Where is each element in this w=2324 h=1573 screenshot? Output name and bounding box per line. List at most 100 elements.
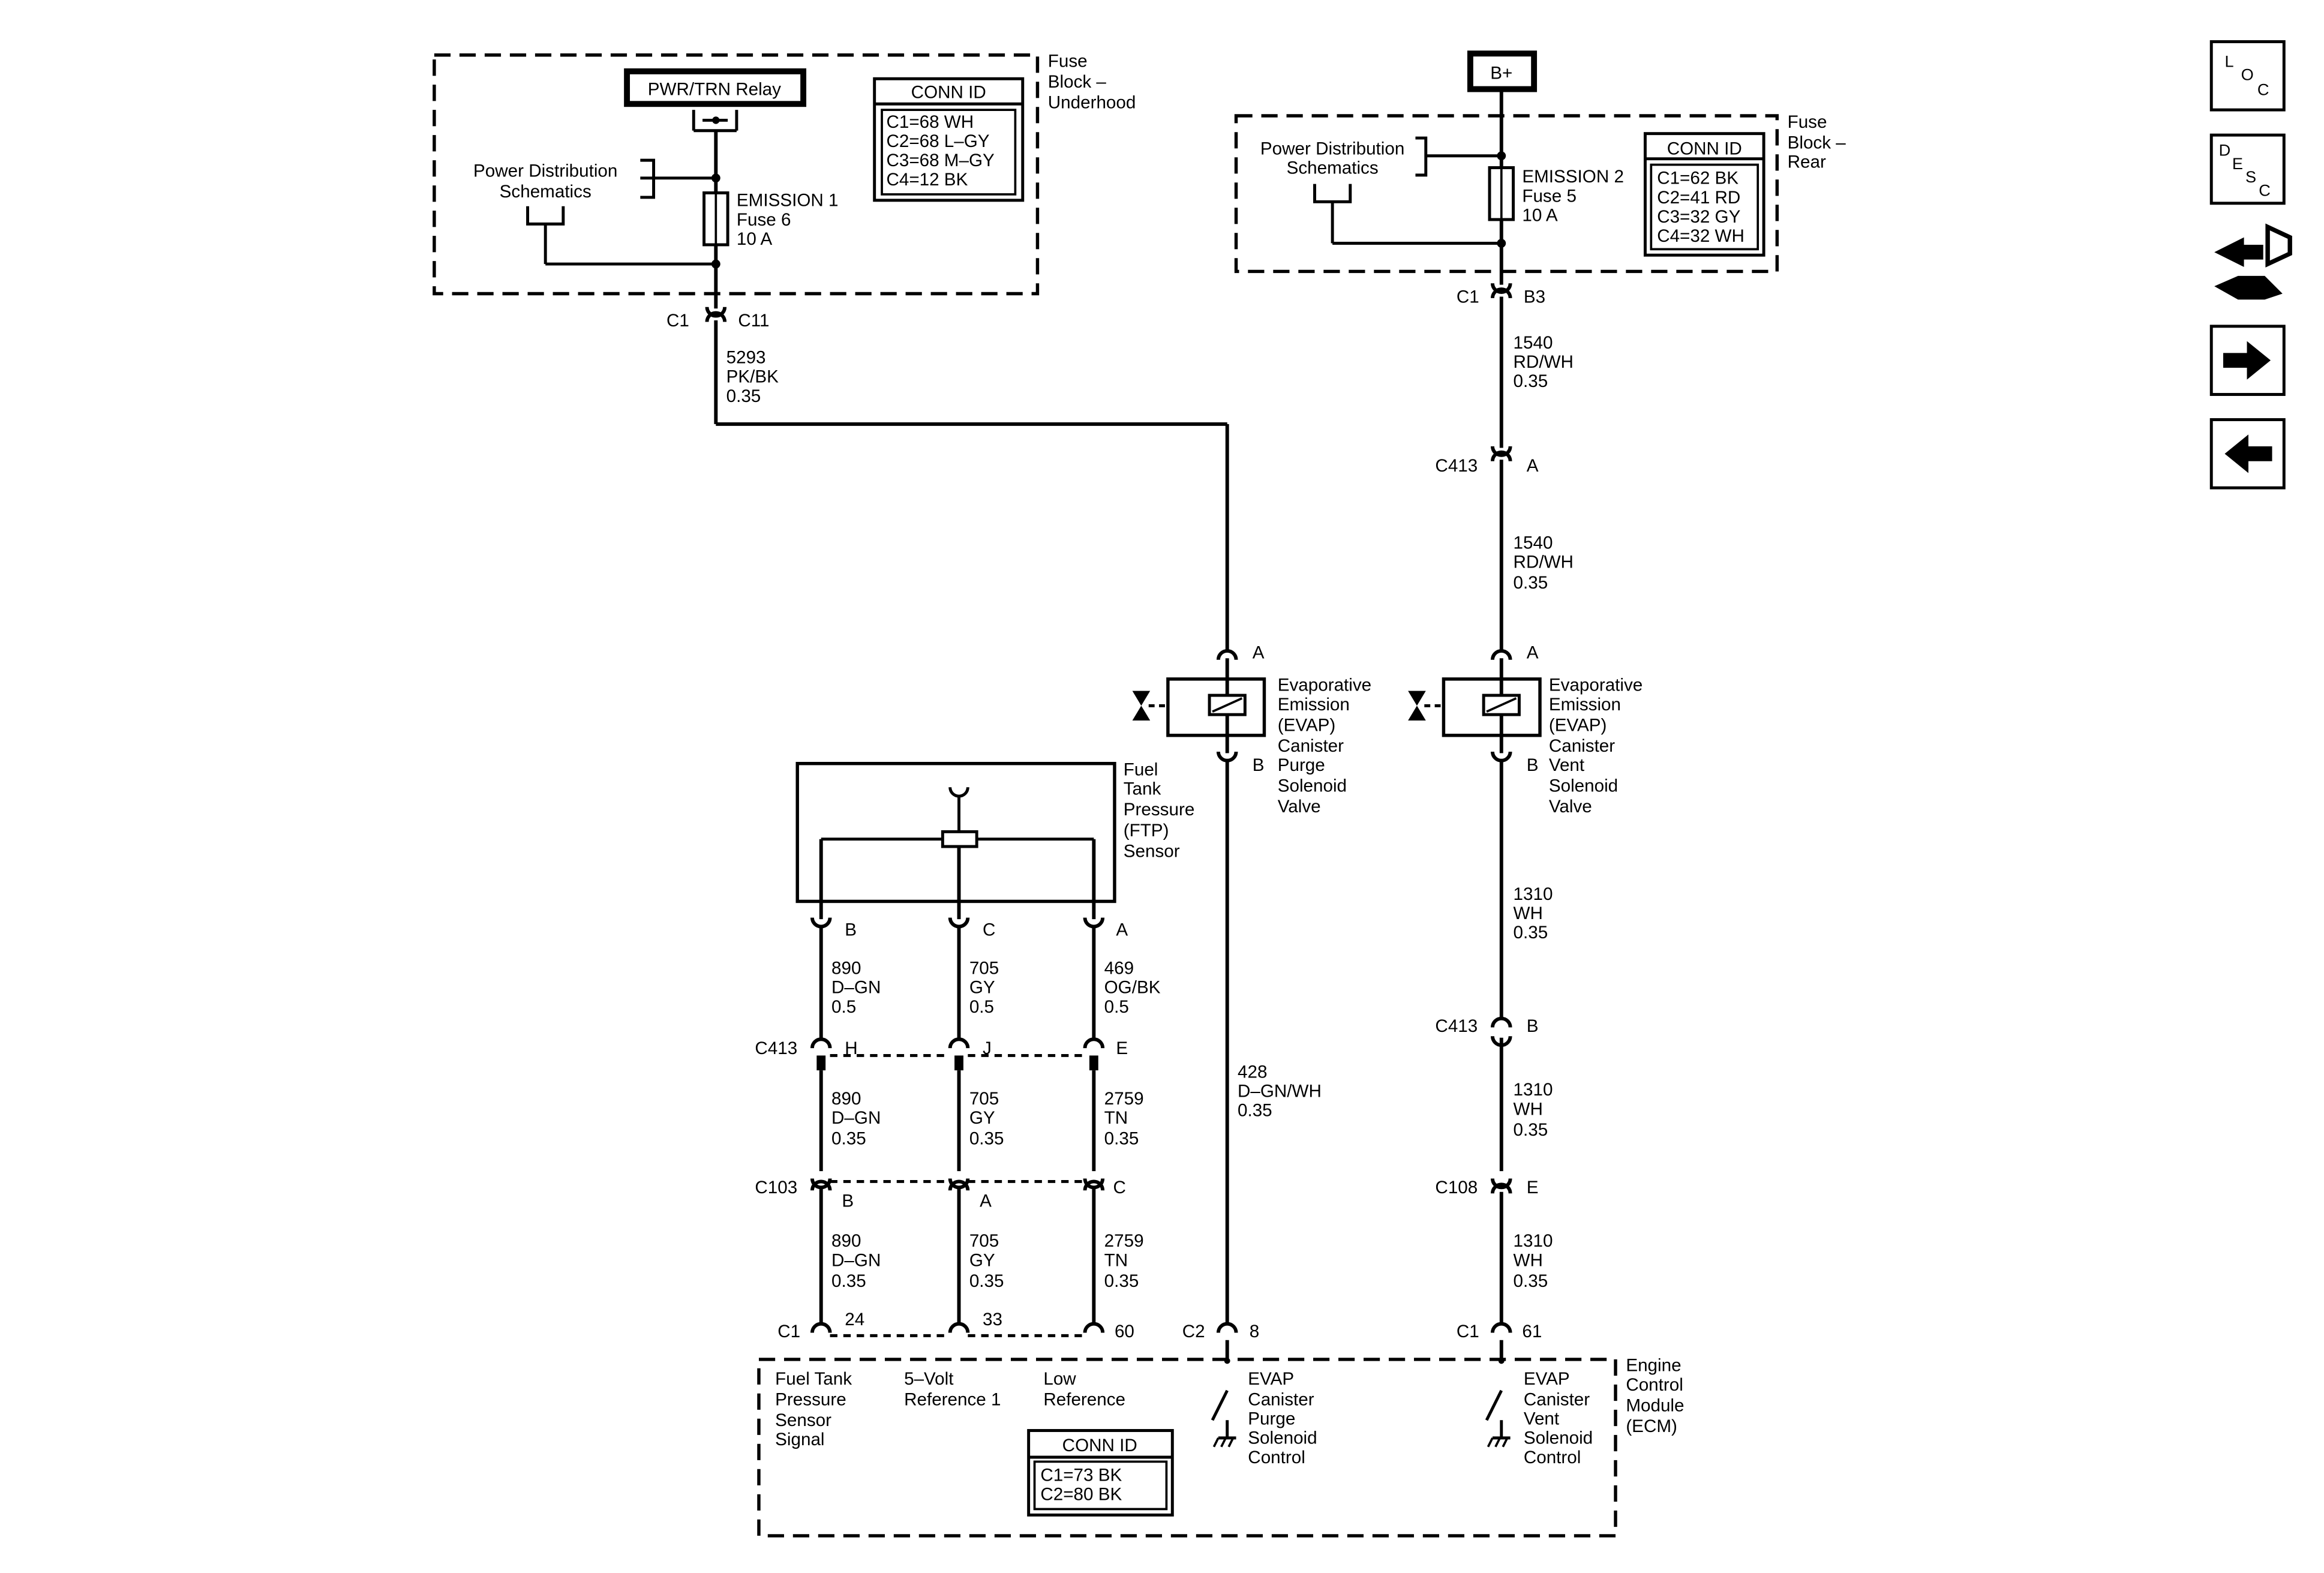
- desc-letter-s: S: [2245, 167, 2256, 186]
- wire-1540b-gauge: 0.35: [1514, 573, 1548, 593]
- wire-1310-gauge: 0.35: [1514, 923, 1548, 942]
- c413-pin-j: J: [983, 1038, 992, 1058]
- purge-label-1: Evaporative: [1278, 676, 1371, 695]
- power-dist-rear-label-1: Power Distribution: [1260, 139, 1404, 158]
- conn-id-row: C1=68 WH: [886, 112, 974, 132]
- desc-letter-c: C: [2259, 181, 2271, 199]
- c413b-pin-b: B: [1527, 1016, 1539, 1036]
- desc-letter-d: D: [2219, 141, 2231, 160]
- wire-705-gauge: 0.5: [969, 997, 994, 1017]
- fuse-block-underhood-label-3: Underhood: [1048, 93, 1136, 113]
- signal-vent-2: Canister: [1524, 1390, 1590, 1410]
- pin-c11-label: C11: [738, 311, 769, 331]
- wire-2759-color: TN: [1104, 1108, 1128, 1128]
- connector-end-view-icon: [2214, 223, 2292, 300]
- wire-1310b-gauge: 0.35: [1514, 1120, 1548, 1140]
- ecm-pin-24: 24: [845, 1310, 864, 1329]
- vent-label-5: Vent: [1549, 755, 1585, 775]
- ecm-label-4: (ECM): [1626, 1416, 1677, 1436]
- ftp-pin-c: C: [983, 920, 995, 939]
- wire-2759b-number: 2759: [1104, 1231, 1144, 1251]
- fuse-block-rear-label-3: Rear: [1788, 152, 1826, 172]
- vent-label-4: Canister: [1549, 736, 1615, 756]
- wire-2759b-color: TN: [1104, 1250, 1128, 1270]
- wire-1540-gauge: 0.35: [1514, 371, 1548, 391]
- purge-control-switch-icon: [1211, 1340, 1236, 1448]
- wire-705b-number: 705: [969, 1089, 999, 1109]
- wire-1310-color: WH: [1514, 903, 1543, 923]
- vent-circuit: C1 B3 1540 RD/WH 0.35 C413 A 1540 RD/WH …: [1408, 283, 1643, 1323]
- wire-705c-color: GY: [969, 1250, 995, 1270]
- ftp-wiring: B C A 890 D–GN 0.5 705 GY 0.5 469 OG/BK …: [755, 918, 1161, 1323]
- wire-705c-gauge: 0.35: [969, 1271, 1004, 1291]
- conn-id-row: C4=12 BK: [886, 170, 968, 190]
- wire-469-gauge: 0.5: [1104, 997, 1129, 1017]
- c108-pin-e: E: [1527, 1178, 1539, 1197]
- wire-469-color: OG/BK: [1104, 978, 1161, 998]
- pin-b3-label: B3: [1524, 287, 1545, 307]
- wire-890b-color: D–GN: [831, 1108, 881, 1128]
- fuse-emission1-rating: 10 A: [737, 229, 773, 249]
- fuse-block-underhood: Fuse Block – Underhood PWR/TRN Relay Pow…: [433, 51, 1136, 309]
- signal-purge-5: Control: [1248, 1448, 1305, 1467]
- wire-469-number: 469: [1104, 959, 1134, 978]
- ftp-pin-b: B: [845, 920, 857, 939]
- ecm-c2-label: C2: [1182, 1322, 1205, 1341]
- signal-ftp-4: Signal: [775, 1430, 824, 1449]
- wire-1540b-number: 1540: [1514, 533, 1553, 553]
- conn-id-row: C1=73 BK: [1040, 1466, 1122, 1485]
- relay-contact-icon: [692, 110, 738, 133]
- ecm-label-1: Engine: [1626, 1356, 1681, 1376]
- previous-page-button[interactable]: [2209, 418, 2286, 490]
- ftp-label-1: Fuel: [1124, 760, 1158, 779]
- ecm-c1-label: C1: [777, 1322, 800, 1341]
- connector-end-view-button[interactable]: [2214, 223, 2292, 300]
- conn-id-table-rear: CONN ID C1=62 BK C2=41 RD C3=32 GY C4=32…: [1643, 132, 1765, 257]
- vent-label-7: Valve: [1549, 797, 1592, 816]
- wire-1310b-color: WH: [1514, 1099, 1543, 1119]
- wire-890-gauge: 0.5: [831, 997, 856, 1017]
- conn-id-row: C4=32 WH: [1657, 226, 1744, 246]
- purge-label-3: (EVAP): [1278, 715, 1336, 735]
- signal-vent-4: Solenoid: [1524, 1428, 1593, 1448]
- wire-428-gauge: 0.35: [1238, 1101, 1272, 1121]
- conn-id-title: CONN ID: [1062, 1436, 1137, 1455]
- fuse-emission2-number: Fuse 5: [1522, 186, 1577, 206]
- signal-5v-2: Reference 1: [904, 1390, 1001, 1410]
- wire-1310b-number: 1310: [1514, 1080, 1553, 1100]
- conn-id-row: C2=41 RD: [1657, 188, 1740, 208]
- c103-pin-a: A: [980, 1191, 992, 1211]
- c103-pin-c: C: [1113, 1178, 1125, 1197]
- c413-ftp-label: C413: [755, 1038, 797, 1058]
- power-dist-rear-label-2: Schematics: [1287, 158, 1379, 178]
- desc-button[interactable]: D E S C: [2209, 133, 2286, 205]
- wire-428-number: 428: [1238, 1062, 1267, 1082]
- signal-5v-1: 5–Volt: [904, 1369, 954, 1389]
- c413-label: C413: [1435, 456, 1478, 476]
- wire-705-color: GY: [969, 978, 995, 998]
- purge-label-7: Valve: [1278, 797, 1321, 816]
- purge-pin-b: B: [1253, 755, 1265, 775]
- conn-id-row: C3=32 GY: [1657, 207, 1740, 227]
- connector-c1-label: C1: [666, 311, 689, 331]
- signal-purge-3: Purge: [1248, 1409, 1295, 1429]
- wire-890c-color: D–GN: [831, 1250, 881, 1270]
- connector-c1-label: C1: [1457, 287, 1479, 307]
- valve-icon: [1132, 691, 1151, 721]
- ftp-label-5: Sensor: [1124, 841, 1180, 861]
- c103-label: C103: [755, 1178, 797, 1197]
- next-page-button[interactable]: [2209, 325, 2286, 396]
- ecm-c1b-label: C1: [1457, 1322, 1479, 1341]
- loc-button[interactable]: L O C: [2209, 40, 2286, 112]
- conn-id-row: C3=68 M–GY: [886, 151, 995, 170]
- vent-label-3: (EVAP): [1549, 715, 1607, 735]
- loc-letter-c: C: [2257, 80, 2269, 98]
- signal-vent-1: EVAP: [1524, 1369, 1570, 1389]
- nav-toolbar: L O C D E S C: [2209, 40, 2292, 490]
- purge-label-2: Emission: [1278, 695, 1350, 715]
- vent-control-switch-icon: [1485, 1340, 1511, 1448]
- relay-label: PWR/TRN Relay: [648, 79, 781, 99]
- wire-1540b-color: RD/WH: [1514, 553, 1574, 572]
- arrow-left-icon: [2224, 434, 2272, 473]
- c103-pin-b: B: [842, 1191, 854, 1211]
